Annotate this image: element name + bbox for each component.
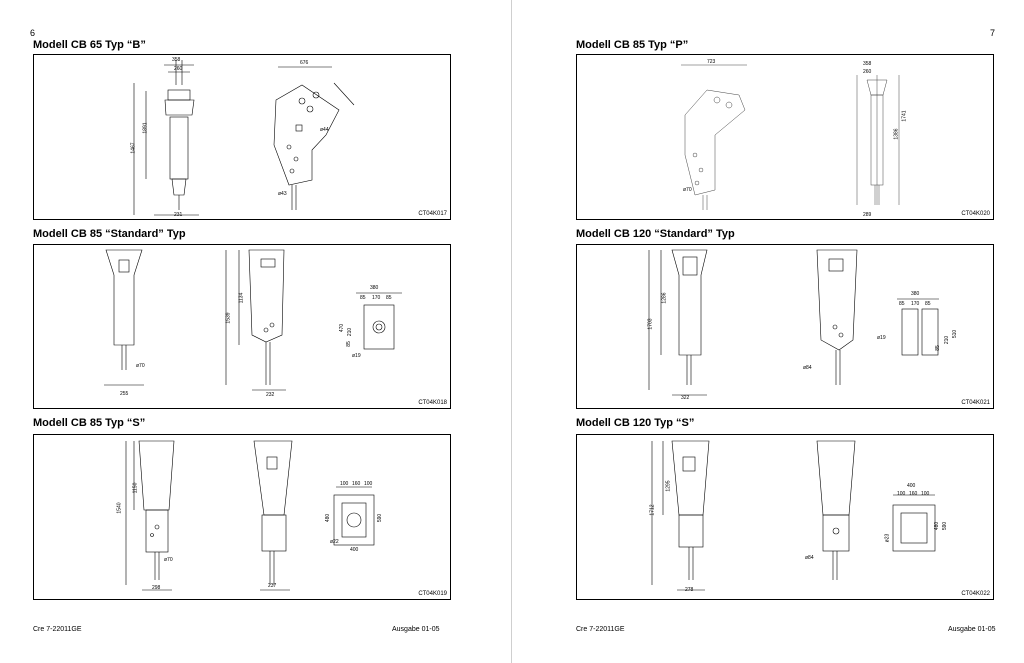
page-number: 6 — [30, 28, 36, 38]
dimension-label: 400 — [350, 547, 359, 553]
dimension-label: ø19 — [352, 353, 361, 359]
drawing-code: CT04K020 — [961, 211, 990, 217]
dimension-label: 85 — [934, 345, 941, 351]
footer-edition: Ausgabe 01-05 — [948, 626, 996, 633]
dimension-label: ø84 — [805, 555, 814, 561]
dimension-label: 255 — [120, 391, 129, 397]
dimension-label: 322 — [681, 395, 690, 401]
dimension-label: ø23 — [884, 533, 891, 543]
dimension-label: 85 — [925, 301, 931, 307]
dimension-label: 1540 — [116, 502, 123, 514]
dimension-label: 85 — [345, 341, 352, 347]
dimension-label: 100 — [897, 491, 906, 497]
dimension-label: 100 — [921, 491, 930, 497]
dimension-label: ø84 — [803, 365, 812, 371]
drawing-frame-cb65-b: 358 260 1891 1467 231 676 ø43 ø44 CT04K0… — [33, 54, 451, 220]
dimension-label: 170 — [372, 295, 381, 301]
dimension-label: 210 — [944, 335, 951, 345]
technical-drawing — [651, 440, 936, 591]
drawing-code: CT04K018 — [418, 400, 447, 406]
dimension-label: 289 — [863, 212, 872, 218]
dimension-label: 380 — [370, 285, 379, 291]
dimension-label: 170 — [911, 301, 920, 307]
drawing-code: CT04K019 — [418, 591, 447, 597]
section-title: Modell CB 65 Typ “B” — [33, 39, 146, 51]
drawing-frame-cb85-s: 1150 1540 ø70 298 237 100 160 100 480 59… — [33, 434, 451, 600]
right-page: 7 Modell CB 85 Typ “P” 723 ø70 358 260 1… — [512, 0, 1024, 663]
dimension-label: 723 — [707, 59, 716, 65]
page-gutter — [511, 0, 512, 663]
dimension-label: 278 — [685, 587, 694, 593]
dimension-label: ø22 — [330, 539, 339, 545]
section-title: Modell CB 85 “Standard” Typ — [33, 228, 186, 240]
section-title: Modell CB 85 Typ “S” — [33, 417, 146, 429]
dimension-label: 1891 — [142, 122, 149, 134]
dimension-label: 100 — [364, 481, 373, 487]
dimension-label: 85 — [386, 295, 392, 301]
dimension-label: 1295 — [665, 480, 672, 492]
dimension-label: 298 — [152, 585, 161, 591]
dimension-label: 1150 — [132, 482, 139, 494]
dimension-label: 480 — [325, 513, 332, 523]
left-page: 6 Modell CB 65 Typ “B” 358 260 1891 146 — [30, 28, 451, 633]
dimension-label: 590 — [942, 521, 949, 531]
dimension-label: ø70 — [164, 557, 173, 563]
footer-doc-id: Cre 7-22011GE — [33, 626, 82, 633]
dimension-label: 470 — [339, 323, 346, 333]
technical-drawing — [133, 60, 355, 216]
dimension-label: 237 — [268, 583, 277, 589]
drawing-code: CT04K022 — [961, 591, 990, 597]
dimension-label: 1467 — [130, 142, 137, 154]
drawing-frame-cb120-standard: 1286 1703 322 ø84 380 85 170 85 ø19 85 2… — [576, 244, 994, 409]
footer-doc-id: Cre 7-22011GE — [576, 626, 625, 633]
dimension-label: 1286 — [661, 292, 668, 304]
dimension-label: 1741 — [901, 110, 908, 122]
drawing-frame-cb120-s: 1295 1712 278 ø84 400 100 160 100 480 59… — [576, 434, 994, 600]
drawing-code: CT04K021 — [961, 400, 990, 406]
dimension-label: ø70 — [683, 187, 692, 193]
drawing-frame-cb85-p: 723 ø70 358 260 1386 1741 289 CT04K020 — [576, 54, 994, 220]
dimension-label: 1386 — [893, 128, 900, 140]
dimension-label: 510 — [952, 329, 959, 339]
dimension-label: 1712 — [649, 504, 656, 516]
dimension-label: 676 — [300, 60, 309, 66]
drawing-code: CT04K017 — [418, 211, 447, 217]
dimension-label: 160 — [909, 491, 918, 497]
dimension-label: ø44 — [320, 127, 329, 133]
dimension-label: 100 — [340, 481, 349, 487]
dimension-label: 358 — [863, 61, 872, 67]
dimension-label: 85 — [899, 301, 905, 307]
dimension-label: 260 — [863, 69, 872, 75]
drawing-frame-cb85-standard: ø70 255 1134 1539 232 380 85 170 85 470 … — [33, 244, 451, 409]
section-title: Modell CB 120 Typ “S” — [576, 417, 695, 429]
technical-drawing — [125, 440, 375, 591]
page-number: 7 — [990, 28, 996, 38]
dimension-label: 1539 — [225, 312, 232, 324]
technical-drawing — [648, 249, 939, 396]
dimension-label: 160 — [352, 481, 361, 487]
dimension-label: 380 — [911, 291, 920, 297]
section-title: Modell CB 85 Typ “P” — [576, 39, 689, 51]
footer-edition: Ausgabe 01-05 — [392, 626, 440, 633]
dimension-label: ø43 — [278, 191, 287, 197]
dimension-label: 210 — [347, 327, 354, 337]
section-title: Modell CB 120 “Standard” Typ — [576, 228, 735, 240]
dimension-label: 480 — [934, 521, 941, 531]
technical-drawing — [681, 64, 900, 210]
dimension-label: 231 — [174, 212, 183, 218]
dimension-label: 1703 — [647, 318, 654, 330]
technical-drawing — [104, 249, 402, 391]
dimension-label: 232 — [266, 392, 275, 398]
dimension-label: ø70 — [136, 363, 145, 369]
dimension-label: 85 — [360, 295, 366, 301]
dimension-label: 590 — [377, 513, 384, 523]
dimension-label: 358 — [172, 57, 181, 63]
dimension-label: 400 — [907, 483, 916, 489]
dimension-label: 260 — [174, 66, 183, 72]
dimension-label: 1134 — [238, 292, 245, 304]
dimension-label: ø19 — [877, 335, 886, 341]
